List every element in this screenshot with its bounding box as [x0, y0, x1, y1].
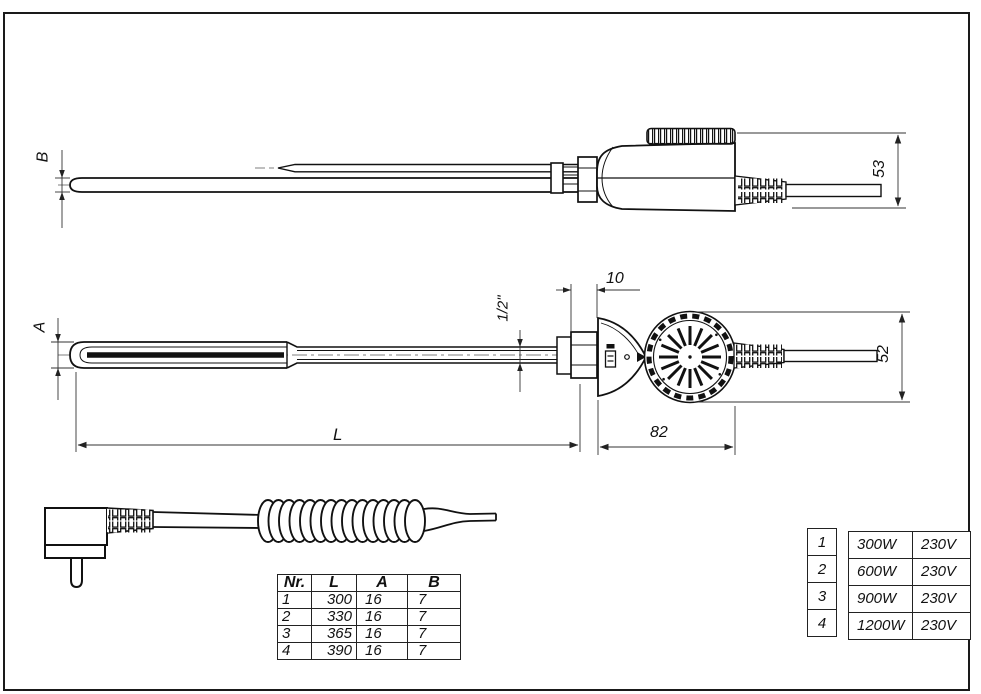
- dimension-52: [694, 311, 910, 403]
- variant-index-cell: 1: [807, 528, 837, 556]
- variant-index-cell: 4: [807, 609, 837, 637]
- power-plug-assembly: [44, 499, 497, 589]
- dim-label-A: A: [31, 321, 49, 333]
- plug-body: [44, 507, 108, 589]
- spec-row: 4 390 16 7: [277, 642, 461, 660]
- spec-row: 3 365 16 7: [277, 625, 461, 643]
- wattage-cell: 1200W: [848, 612, 913, 640]
- wattage-cell: 900W: [848, 585, 913, 613]
- power-rating-table: 300W 230V 600W 230V 900W 230V 1200W 230V: [848, 531, 971, 640]
- dial-spokes: [659, 326, 721, 388]
- side-view-heating-element: [58, 127, 882, 212]
- spec-cell: 7: [407, 608, 461, 626]
- dim-label-10: 10: [606, 270, 624, 287]
- cable-plan: [783, 349, 878, 363]
- element-pins: [562, 166, 579, 193]
- drawing-border-frame: [3, 12, 970, 691]
- cable-straight-section: [152, 511, 263, 529]
- cable-tail-section: [423, 507, 497, 532]
- brand-logo-mark: [604, 344, 617, 368]
- spec-header: Nr.: [277, 574, 312, 592]
- element-tube-side: [69, 177, 580, 193]
- thermostat-body-side: [596, 142, 736, 212]
- spec-cell: 16: [356, 642, 408, 660]
- spec-row: 1 300 16 7: [277, 591, 461, 609]
- coiled-cable: [257, 499, 426, 543]
- dim-label-thread: 1/2": [494, 295, 512, 322]
- dimension-half-inch: [517, 330, 523, 392]
- spec-cell: 365: [311, 625, 357, 643]
- spec-cell: 4: [277, 642, 312, 660]
- sensor-capillary: [277, 163, 581, 173]
- dim-label-52: 52: [874, 345, 892, 363]
- plug-pin: [70, 558, 83, 589]
- indicator-dot: [624, 354, 630, 360]
- thread-stub-plan: [556, 336, 573, 375]
- spec-cell: 3: [277, 625, 312, 643]
- dimension-82: [597, 400, 736, 455]
- spec-cell: 330: [311, 608, 357, 626]
- power-row: 1200W 230V: [848, 612, 971, 640]
- dim-label-B: B: [34, 151, 52, 163]
- spec-table: Nr. L A B 1 300 16 7 2 330 16 7 3 365 16…: [277, 574, 461, 660]
- knurled-knob-side: [646, 127, 736, 145]
- voltage-cell: 230V: [912, 612, 971, 640]
- spec-header: L: [311, 574, 357, 592]
- strain-relief-plan: [733, 342, 785, 369]
- power-row: 300W 230V: [848, 531, 971, 559]
- thermostat-dial: [643, 310, 737, 404]
- spec-cell: 390: [311, 642, 357, 660]
- strain-relief-side: [734, 175, 787, 206]
- spec-cell: 16: [356, 625, 408, 643]
- voltage-cell: 230V: [912, 585, 971, 613]
- hex-nut-plan: [570, 331, 598, 379]
- plug-strain-relief: [106, 507, 154, 534]
- hex-nut-side: [577, 156, 598, 203]
- wattage-cell: 300W: [848, 531, 913, 559]
- plan-view-heating-element: [58, 310, 878, 404]
- pointer-arrow: [637, 352, 646, 362]
- spec-cell: 7: [407, 642, 461, 660]
- variant-index-table: 1 2 3 4: [807, 528, 837, 637]
- spec-cell: 7: [407, 591, 461, 609]
- variant-index-cell: 3: [807, 582, 837, 610]
- spec-cell: 7: [407, 625, 461, 643]
- spec-header: B: [407, 574, 461, 592]
- dimension-L: [75, 372, 581, 452]
- dimension-10: [556, 284, 640, 332]
- power-row: 900W 230V: [848, 585, 971, 613]
- cable-side: [785, 183, 882, 198]
- thermostat-housing-plan: [597, 316, 648, 398]
- wattage-cell: 600W: [848, 558, 913, 586]
- dim-label-53: 53: [870, 160, 888, 178]
- spec-cell: 300: [311, 591, 357, 609]
- spec-header-row: Nr. L A B: [277, 574, 461, 592]
- voltage-cell: 230V: [912, 558, 971, 586]
- voltage-cell: 230V: [912, 531, 971, 559]
- dim-label-L: L: [333, 425, 343, 444]
- power-row: 600W 230V: [848, 558, 971, 586]
- spec-header: A: [356, 574, 408, 592]
- spec-cell: 1: [277, 591, 312, 609]
- dimension-53: [737, 132, 906, 209]
- spec-cell: 16: [356, 608, 408, 626]
- spec-cell: 16: [356, 591, 408, 609]
- variant-index-cell: 2: [807, 555, 837, 583]
- spec-cell: 2: [277, 608, 312, 626]
- spec-row: 2 330 16 7: [277, 608, 461, 626]
- dimension-A: [51, 318, 74, 400]
- thread-stub-side: [550, 162, 564, 194]
- dim-label-82: 82: [650, 424, 668, 441]
- element-u-tube: [69, 341, 575, 369]
- dimension-B: [55, 150, 70, 228]
